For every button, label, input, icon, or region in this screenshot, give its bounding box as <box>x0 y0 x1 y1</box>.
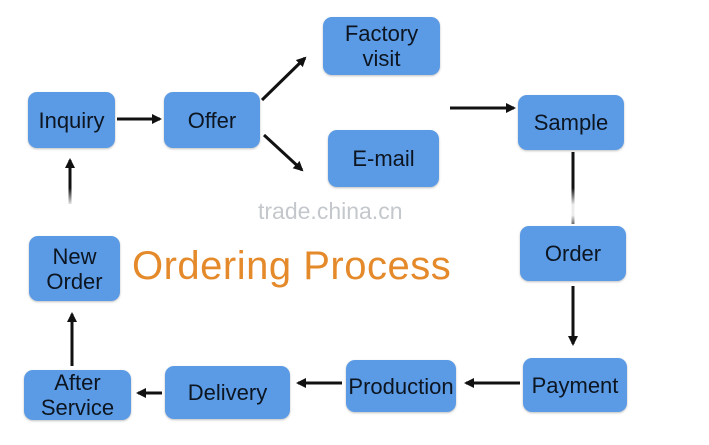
node-delivery-label: Delivery <box>187 380 268 405</box>
node-factory-visit-label: Factory visit <box>344 21 419 71</box>
diagram-title: Ordering Process <box>132 244 452 288</box>
node-production: Production <box>346 360 456 412</box>
watermark-band <box>60 188 660 230</box>
node-after-service: After Service <box>24 370 131 420</box>
node-inquiry: Inquiry <box>28 92 115 148</box>
node-after-service-label: After Service <box>40 370 115 420</box>
node-sample: Sample <box>518 95 624 150</box>
node-payment: Payment <box>523 358 627 412</box>
node-order-label: Order <box>544 241 602 266</box>
node-new-order: New Order <box>29 236 120 301</box>
node-email: E-mail <box>328 130 439 187</box>
node-offer: Offer <box>164 92 260 148</box>
node-order: Order <box>520 226 626 281</box>
arrow-offer-to-factory-visit <box>260 56 307 102</box>
node-email-label: E-mail <box>352 146 415 171</box>
node-new-order-label: New Order <box>46 243 103 294</box>
watermark-text: trade.china.cn <box>258 198 403 224</box>
node-payment-label: Payment <box>531 372 619 398</box>
node-production-label: Production <box>348 373 454 399</box>
node-factory-visit: Factory visit <box>323 17 440 75</box>
node-inquiry-label: Inquiry <box>38 107 105 133</box>
arrow-offer-to-email <box>262 133 304 172</box>
node-offer-label: Offer <box>187 107 237 133</box>
node-delivery: Delivery <box>165 366 290 419</box>
node-sample-label: Sample <box>533 110 609 135</box>
